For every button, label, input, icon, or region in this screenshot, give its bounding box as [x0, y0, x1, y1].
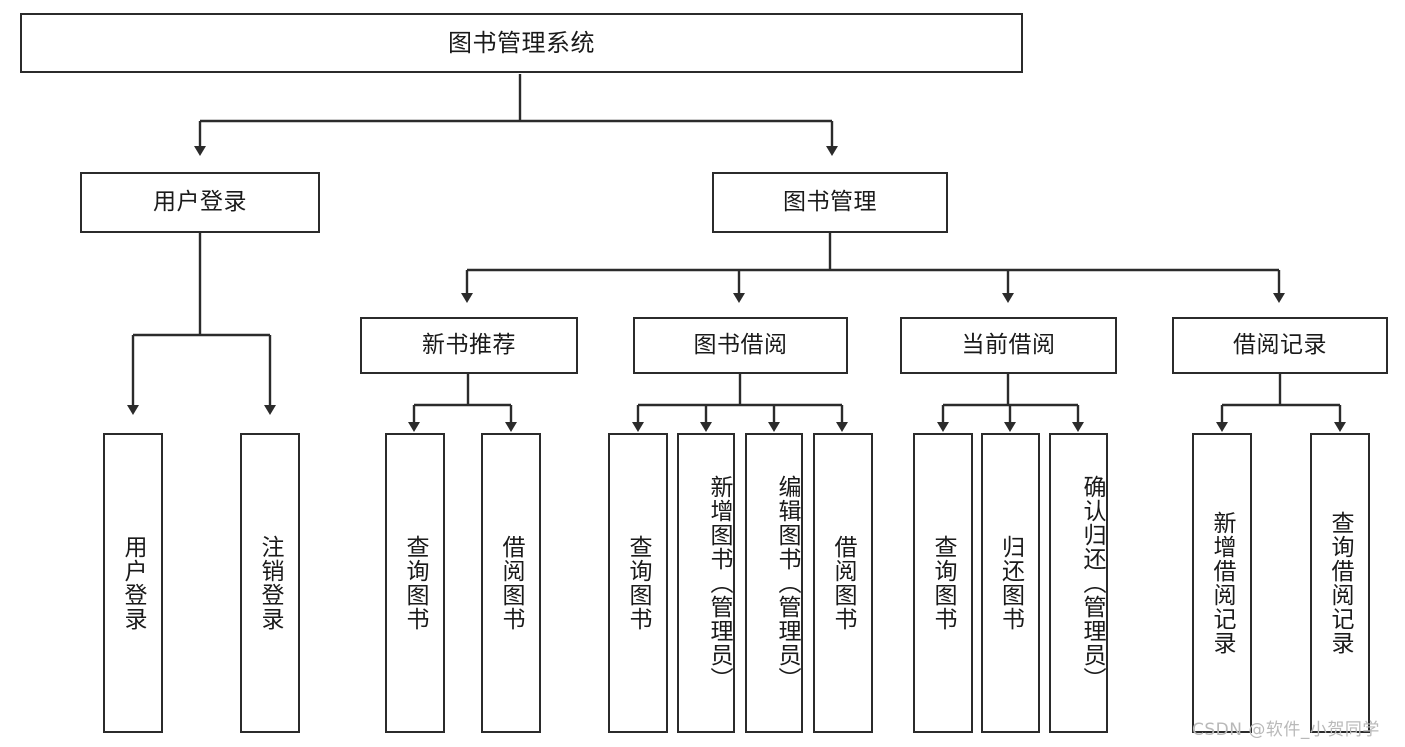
leaf-book-borrow-query-book[interactable]: 查询图书	[608, 433, 668, 733]
node-borrow-record-label: 借阅记录	[1233, 331, 1327, 358]
leaf-book-borrow-query-book-label: 查询图书	[625, 535, 652, 631]
leaf-current-borrow-query-book-label: 查询图书	[930, 535, 957, 631]
node-user-login[interactable]: 用户登录	[80, 172, 320, 233]
node-root-book-management-system[interactable]: 图书管理系统	[20, 13, 1023, 73]
node-book-borrow[interactable]: 图书借阅	[633, 317, 848, 374]
leaf-new-book-query-book[interactable]: 查询图书	[385, 433, 445, 733]
node-current-borrow-label: 当前借阅	[961, 331, 1056, 358]
leaf-current-borrow-query-book[interactable]: 查询图书	[913, 433, 973, 733]
node-borrow-record[interactable]: 借阅记录	[1172, 317, 1388, 374]
leaf-new-book-borrow-book-label: 借阅图书	[498, 535, 525, 631]
leaf-book-borrow-edit-book-admin-label: 编辑图书（管理员）	[774, 475, 800, 691]
leaf-current-borrow-confirm-return-admin[interactable]: 确认归还（管理员）	[1049, 433, 1108, 733]
csdn-watermark: CSDN @软件_小贺同学	[1192, 720, 1380, 740]
leaf-new-book-query-book-label: 查询图书	[402, 535, 429, 631]
node-user-login-label: 用户登录	[153, 188, 247, 215]
node-current-borrow[interactable]: 当前借阅	[900, 317, 1117, 374]
node-new-book-recommend[interactable]: 新书推荐	[360, 317, 578, 374]
leaf-borrow-record-add-record[interactable]: 新增借阅记录	[1192, 433, 1252, 733]
leaf-book-borrow-add-book-admin-label: 新增图书（管理员）	[706, 475, 732, 691]
node-book-management-label: 图书管理	[783, 188, 877, 215]
node-book-borrow-label: 图书借阅	[693, 331, 788, 358]
leaf-book-borrow-borrow-book-label: 借阅图书	[830, 535, 857, 631]
leaf-user-login-login[interactable]: 用户登录	[103, 433, 163, 733]
leaf-book-borrow-edit-book-admin[interactable]: 编辑图书（管理员）	[745, 433, 803, 733]
leaf-current-borrow-return-book-label: 归还图书	[997, 535, 1024, 631]
leaf-borrow-record-query-record-label: 查询借阅记录	[1327, 511, 1354, 655]
leaf-current-borrow-confirm-return-admin-label: 确认归还（管理员）	[1079, 475, 1105, 691]
leaf-borrow-record-add-record-label: 新增借阅记录	[1209, 511, 1236, 655]
leaf-borrow-record-query-record[interactable]: 查询借阅记录	[1310, 433, 1370, 733]
leaf-user-login-logout[interactable]: 注销登录	[240, 433, 300, 733]
node-book-management[interactable]: 图书管理	[712, 172, 948, 233]
leaf-user-login-logout-label: 注销登录	[257, 535, 284, 631]
leaf-user-login-login-label: 用户登录	[120, 535, 147, 631]
leaf-new-book-borrow-book[interactable]: 借阅图书	[481, 433, 541, 733]
leaf-book-borrow-borrow-book[interactable]: 借阅图书	[813, 433, 873, 733]
node-root-label: 图书管理系统	[448, 28, 595, 57]
leaf-current-borrow-return-book[interactable]: 归还图书	[981, 433, 1040, 733]
node-new-book-recommend-label: 新书推荐	[422, 331, 516, 358]
leaf-book-borrow-add-book-admin[interactable]: 新增图书（管理员）	[677, 433, 735, 733]
